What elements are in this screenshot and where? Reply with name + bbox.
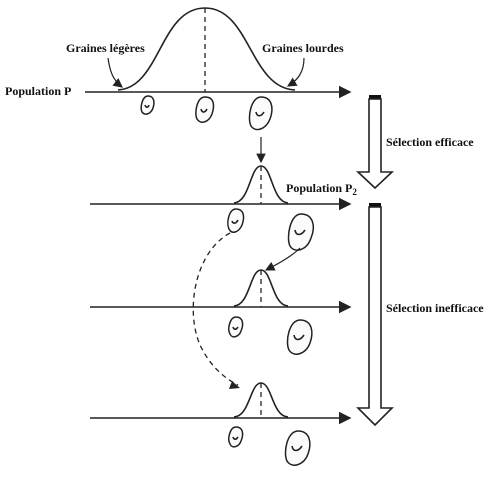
population-p-label: Population P — [5, 84, 71, 98]
light-seed-offspring-arrowhead — [229, 381, 240, 389]
large-bean-icon — [287, 213, 314, 251]
ineffective-selection-label: Sélection inefficace — [386, 301, 484, 315]
ineffective-selection-arrow — [356, 203, 394, 427]
level-generation-4 — [90, 382, 352, 466]
large-bean-icon — [248, 96, 273, 131]
effective-selection-arrow — [355, 95, 395, 190]
light-seeds-label: Graines légères — [66, 41, 145, 55]
population-p2-label: Population P2 — [286, 181, 357, 197]
large-bean-icon — [286, 319, 313, 355]
small-bean-icon — [228, 316, 244, 338]
level-population-p: Population P Graines légères Graines lou… — [5, 7, 352, 164]
level-population-p2: Population P2 — [90, 165, 357, 251]
level-generation-3 — [90, 269, 352, 355]
small-bean-icon — [228, 426, 244, 448]
light-seed-offspring-arrow — [192, 232, 239, 386]
large-bean-icon — [284, 430, 311, 466]
small-bean-icon — [140, 95, 155, 115]
medium-bean-icon — [227, 208, 245, 233]
light-seeds-pointer — [107, 57, 123, 88]
heavy-seeds-pointer — [286, 57, 305, 87]
medium-bean-icon — [195, 96, 215, 123]
heavy-seeds-label: Graines lourdes — [262, 41, 344, 55]
effective-selection-label: Sélection efficace — [386, 135, 474, 149]
heavy-seed-offspring-arrow — [264, 247, 301, 271]
